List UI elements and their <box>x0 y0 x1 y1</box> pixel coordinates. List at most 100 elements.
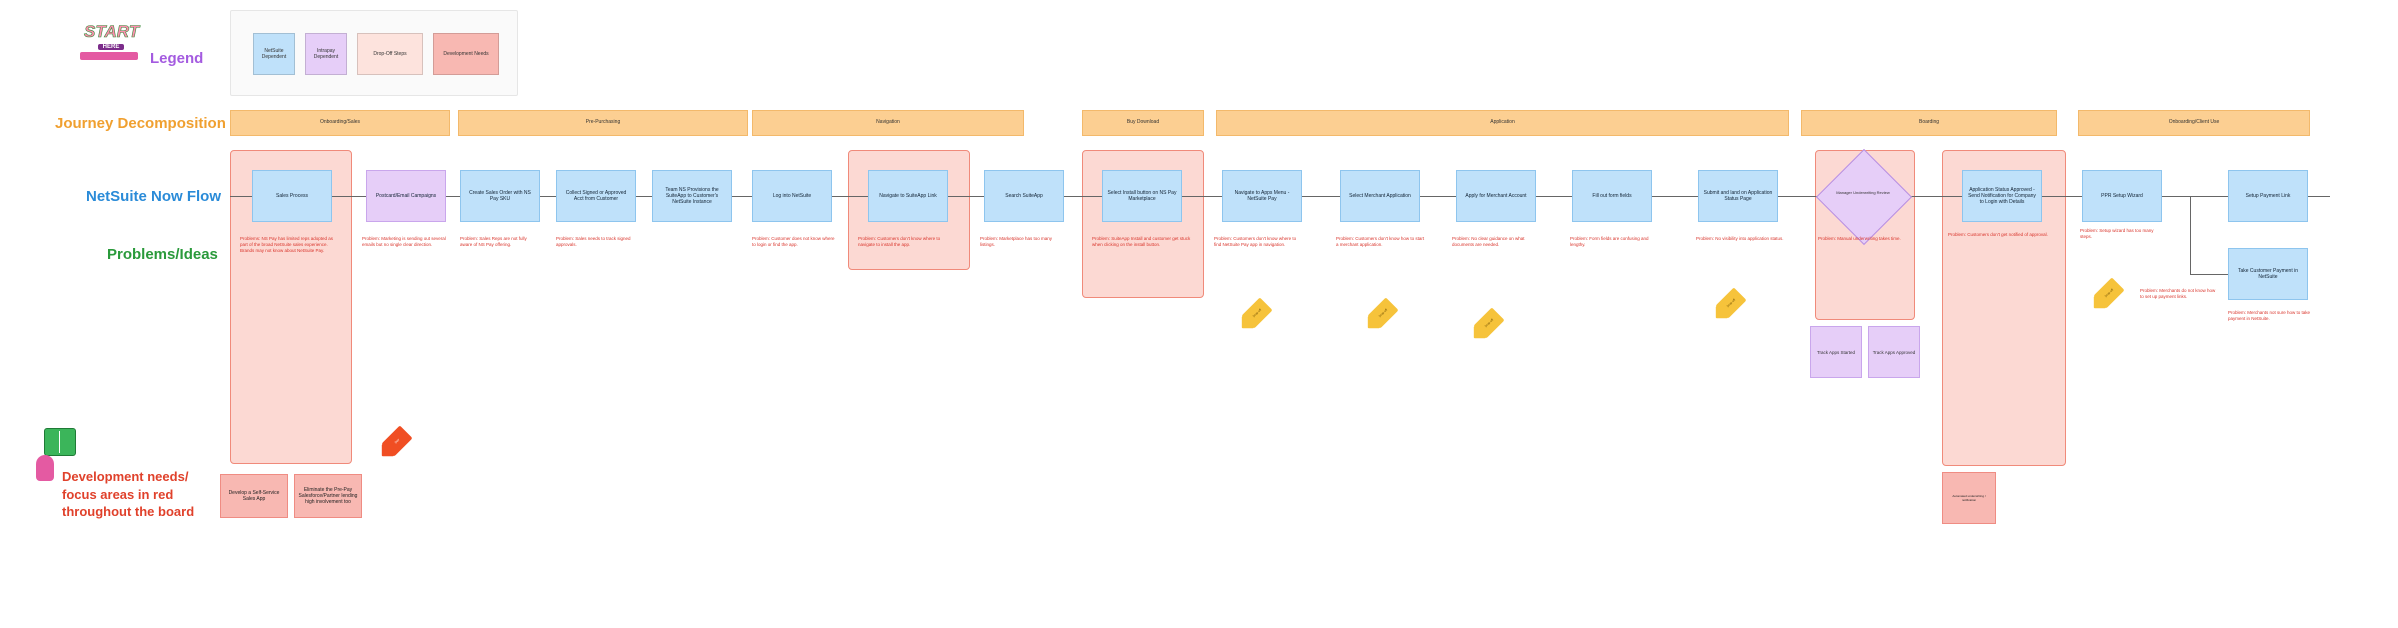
note-text: Problem: SuiteApp Install and customer g… <box>1092 236 1191 248</box>
legend-netsuite-dependent: NetSuite Dependent <box>253 33 295 75</box>
step-label: Navigate to Apps Menu - NetSuite Pay <box>1234 190 1290 202</box>
row-label-journey: Journey Decomposition <box>55 115 226 132</box>
step-label: Log into NetSuite <box>772 193 812 199</box>
note-text: Problem: No visibility into application … <box>1696 236 1784 241</box>
phase-navigation: Navigation <box>752 110 1024 136</box>
phase-buy-download: Buy Download <box>1082 110 1204 136</box>
step-apps-menu: Navigate to Apps Menu - NetSuite Pay <box>1222 170 1302 222</box>
note-sales: Problems: NS Pay has limited reps adopte… <box>240 236 340 254</box>
book-icon <box>44 428 76 456</box>
row-label-dev: Development needs/ focus areas in red th… <box>62 469 195 520</box>
note-take-payment: Problem: Merchants not sure how to take … <box>2228 310 2314 322</box>
step-label: Application Status Approved - Send Notif… <box>1968 187 2036 205</box>
tag-drop-off-3: Drop-off <box>1473 307 1505 339</box>
note-text: Problem: Manual underwriting takes time. <box>1818 236 1901 241</box>
step-label: Create Sales Order with NS Pay SKU <box>469 190 531 202</box>
note-payment-link: Problem: Merchants do not know how to se… <box>2140 288 2220 300</box>
legend-label: NetSuite Dependent <box>261 48 287 60</box>
step-collect-signed: Collect Signed or Approved Acct from Cus… <box>556 170 636 222</box>
step-label: Select Merchant Application <box>1349 193 1411 199</box>
tag-drop-off-4: Drop-off <box>1715 287 1747 319</box>
legend-intrapay-dependent: Intrapay Dependent <box>305 33 347 75</box>
step-approved-notify: Application Status Approved - Send Notif… <box>1962 170 2042 222</box>
legend-label: Development Needs <box>443 51 489 57</box>
note-text: Problem: Merchants do not know how to se… <box>2140 288 2216 300</box>
step-label: Search SuiteApp <box>1005 193 1043 199</box>
note-text: Problem: Customers don't know where to f… <box>1214 236 1297 248</box>
step-setup-payment-link: Setup Payment Link <box>2228 170 2308 222</box>
legend-drop-off-steps: Drop-Off Steps <box>357 33 423 75</box>
note-merchant-app: Problem: Customers don't know how to sta… <box>1336 236 1426 248</box>
note-apps-menu: Problem: Customers don't know where to f… <box>1214 236 1304 248</box>
legend-label: Drop-Off Steps <box>373 51 407 57</box>
phase-boarding: Boarding <box>1801 110 2057 136</box>
note-apply: Problem: No clear guidance on what docum… <box>1452 236 1542 248</box>
note-text: Problem: Merchants not sure how to take … <box>2228 310 2311 322</box>
tag-text: Drop-off <box>1483 317 1495 329</box>
phase-pre-purchasing: Pre-Purchasing <box>458 110 748 136</box>
note-text: Problem: Customer does not know where to… <box>752 236 835 248</box>
step-ppr-setup: PPR Setup Wizard <box>2082 170 2162 222</box>
note-ppr-setup: Problem: Setup wizard has too many steps… <box>2080 228 2166 240</box>
note-collect-signed: Problem: Sales needs to track signed app… <box>556 236 636 248</box>
sticky-track-started: Track Apps Started <box>1810 326 1862 378</box>
step-label: Sales Process <box>276 193 308 199</box>
step-label: Apply for Merchant Account <box>1465 193 1527 199</box>
note-form: Problem: Form fields are confusing and l… <box>1570 236 1660 248</box>
step-postcard-email: Postcard/Email Campaigns <box>366 170 446 222</box>
phase-label: Navigation <box>876 119 900 125</box>
note-text: Problem: Setup wizard has too many steps… <box>2080 228 2154 240</box>
step-select-merchant-app: Select Merchant Application <box>1340 170 1420 222</box>
tag-text: Drop-off <box>2103 287 2115 299</box>
step-label: Team NS Provisions the SuiteApp to Custo… <box>665 187 719 205</box>
legend-title: Legend <box>150 50 204 67</box>
phase-onboarding-sales: Onboarding/Sales <box>230 110 450 136</box>
note-approved: Problem: Customers don't get notified of… <box>1948 232 2056 238</box>
sticky-text: Track Apps Approved <box>1872 349 1916 355</box>
sticky-track-approved: Track Apps Approved <box>1868 326 1920 378</box>
phase-label: Application <box>1490 119 1515 125</box>
step-label: Navigate to SuiteApp Link <box>879 193 937 199</box>
note-text: Problem: Marketplace has too many listin… <box>980 236 1053 248</box>
step-provision-suiteapp: Team NS Provisions the SuiteApp to Custo… <box>652 170 732 222</box>
dev-card-text: Develop a Self-Service Sales App <box>228 490 280 502</box>
note-postcard: Problem: Marketing is sending out severa… <box>362 236 450 248</box>
phase-label: Buy Download <box>1126 119 1160 125</box>
start-badge-sub: HERE <box>98 44 124 50</box>
tag-text: Drop-off <box>1377 307 1389 319</box>
step-sales-process: Sales Process <box>252 170 332 222</box>
step-label: Take Customer Payment in NetSuite <box>2237 268 2299 280</box>
sticky-text: Track Apps Started <box>1816 349 1856 355</box>
step-search-suiteapp: Search SuiteApp <box>984 170 1064 222</box>
legend-panel: NetSuite Dependent Intrapay Dependent Dr… <box>230 10 518 96</box>
step-fill-form: Fill out form fields <box>1572 170 1652 222</box>
step-install-button: Select Install button on NS Pay Marketpl… <box>1102 170 1182 222</box>
step-label: Select Install button on NS Pay Marketpl… <box>1107 190 1177 202</box>
note-text: Problem: Sales Reps are not fully aware … <box>460 236 527 248</box>
tag-drop-off-5: Drop-off <box>2093 277 2125 309</box>
note-install: Problem: SuiteApp Install and customer g… <box>1092 236 1192 248</box>
phase-label: Onboarding/Sales <box>319 119 361 125</box>
step-label: Fill out form fields <box>1592 193 1632 199</box>
tag-text: Dev <box>393 437 401 445</box>
step-label: Collect Signed or Approved Acct from Cus… <box>565 190 627 202</box>
start-badge-ribbon <box>80 52 138 60</box>
person-icon <box>36 455 54 481</box>
dev-card-self-service: Develop a Self-Service Sales App <box>220 474 288 518</box>
step-underwriting-label: Manager Underwriting Review <box>1836 190 1890 195</box>
tag-text: Drop-off <box>1725 297 1737 309</box>
tag-drop-off-1: Drop-off <box>1241 297 1273 329</box>
legend-label: Intrapay Dependent <box>313 48 339 60</box>
step-label: Submit and land on Application Status Pa… <box>1703 190 1773 202</box>
step-take-payment: Take Customer Payment in NetSuite <box>2228 248 2308 300</box>
phase-label: Onboarding/Client Use <box>2168 119 2220 125</box>
note-text: Problem: Sales needs to track signed app… <box>556 236 631 248</box>
tag-text: Drop-off <box>1251 307 1263 319</box>
note-text: Problem: Marketing is sending out severa… <box>362 236 446 248</box>
tag-drop-off-2: Drop-off <box>1367 297 1399 329</box>
dev-card-text: Eliminate the Pre-Pay Salesforce/Partner… <box>298 487 358 505</box>
step-login-netsuite: Log into NetSuite <box>752 170 832 222</box>
step-apply-merchant: Apply for Merchant Account <box>1456 170 1536 222</box>
start-here-badge: START HERE <box>80 22 142 62</box>
note-login: Problem: Customer does not know where to… <box>752 236 836 248</box>
